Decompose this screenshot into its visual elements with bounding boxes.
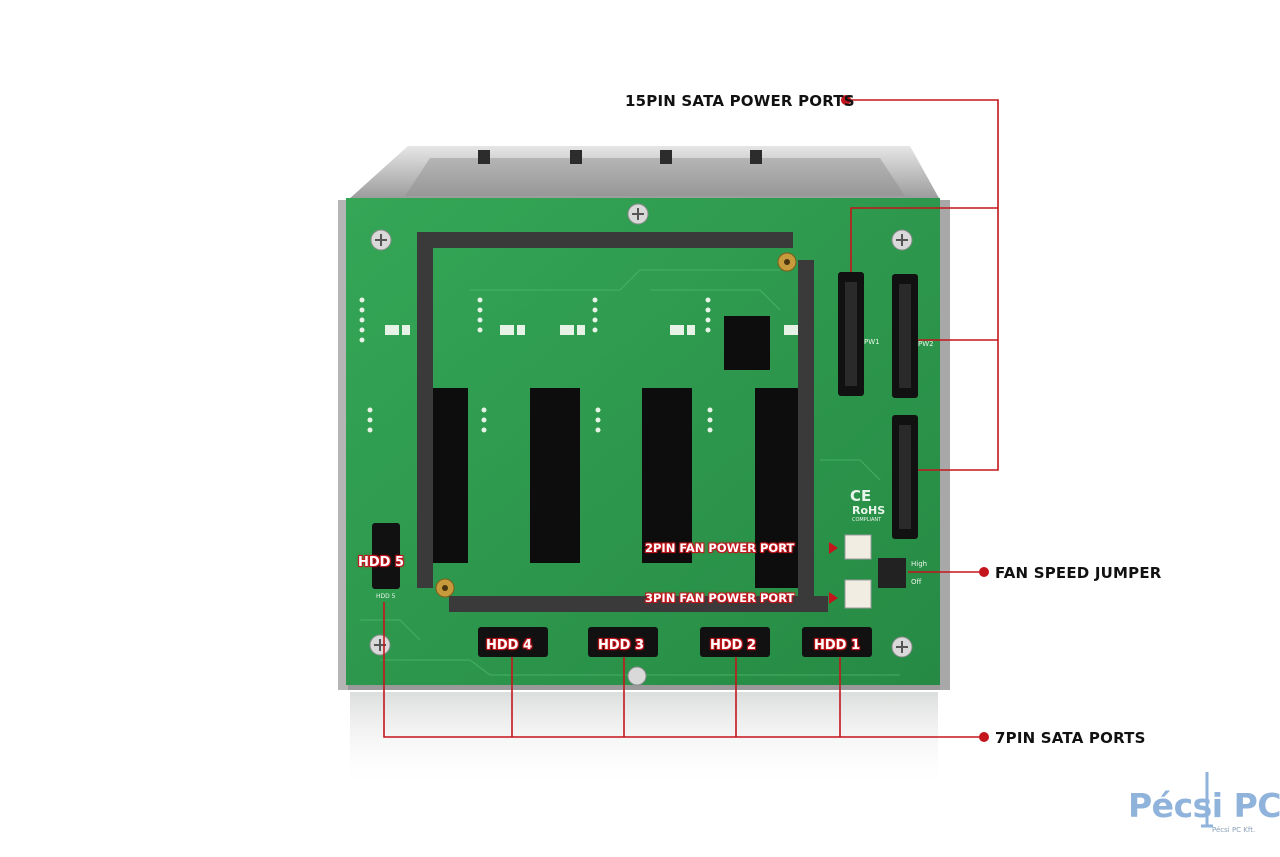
ce-mark: CE xyxy=(850,487,871,505)
hdd5-silk-text: HDD 5 xyxy=(376,593,396,600)
jumper-off-text: Off xyxy=(911,578,922,586)
sata-ports-callout: 7PIN SATA PORTS xyxy=(995,729,1146,747)
pw1-text: PW1 xyxy=(864,338,880,346)
pecsi-pc-subtitle: Pécsi PC Kft. xyxy=(1212,826,1256,834)
callout-lines xyxy=(383,99,999,738)
pcb-traces xyxy=(360,269,900,676)
metal-chassis xyxy=(338,146,950,690)
silkscreen: PW1 PW2 CE RoHS COMPLIANT High Off HDD 5 xyxy=(376,338,934,600)
rohs-mark: RoHS xyxy=(852,504,885,517)
floor-reflection xyxy=(350,692,938,792)
airflow-slots xyxy=(430,316,805,588)
foam-gasket xyxy=(417,232,828,612)
rohs-sub: COMPLIANT xyxy=(852,517,882,523)
fan2-callout: 2PIN FAN POWER PORT xyxy=(645,541,795,555)
sata-power-connectors xyxy=(838,272,918,539)
sata-power-callout: 15PIN SATA POWER PORTS xyxy=(625,92,855,110)
fan3-callout: 3PIN FAN POWER PORT xyxy=(645,591,795,605)
smd-components xyxy=(359,297,798,433)
hdd4-label: HDD 4 xyxy=(486,638,533,653)
logo-tower-icon xyxy=(1201,772,1213,828)
callout-dots xyxy=(829,95,989,742)
fan-jumper-callout: FAN SPEED JUMPER xyxy=(995,564,1162,582)
sata-data-connectors xyxy=(372,523,872,657)
hdd1-label: HDD 1 xyxy=(814,638,861,653)
fan-headers xyxy=(844,534,906,609)
pecsi-pc-logo: Pécsi PC xyxy=(1128,786,1280,825)
screws xyxy=(369,203,913,686)
hdd3-label: HDD 3 xyxy=(598,638,645,653)
pw2-text: PW2 xyxy=(918,340,934,348)
jumper-high-text: High xyxy=(911,560,927,568)
hdd2-label: HDD 2 xyxy=(710,638,757,653)
hdd5-label: HDD 5 xyxy=(358,555,405,570)
